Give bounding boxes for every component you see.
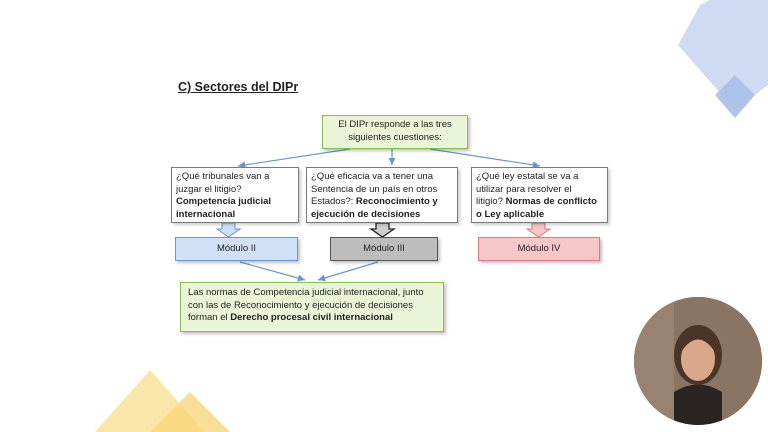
deco-yellow-triangle-small	[150, 392, 230, 432]
conclusion-line-1: Las normas de Competencia judicial inter…	[188, 287, 424, 298]
question-1-bold-1: Competencia judicial	[176, 196, 272, 207]
question-2-bold-2: ejecución de decisiones	[311, 208, 421, 220]
connector-module2-conclusion	[239, 261, 306, 282]
connector-root-right	[429, 148, 541, 169]
question-3-bold-2: o Ley aplicable	[476, 208, 545, 220]
conclusion-line-3: forman el Derecho procesal civil interna…	[188, 312, 393, 323]
module-iv-box: Módulo IV	[478, 237, 600, 261]
question-3-line-1: ¿Qué ley estatal se va a	[476, 171, 579, 182]
deco-blue-diamond-small	[715, 75, 755, 118]
deco-blue-diamond-large	[678, 0, 768, 110]
question-3-line-2: utilizar para resolver el	[476, 183, 572, 195]
question-1-bold-2: internacional	[176, 208, 236, 220]
question-box-tribunales: ¿Qué tribunales van a juzgar el litigio?…	[171, 167, 299, 223]
down-arrow-blue	[215, 222, 242, 238]
question-box-eficacia: ¿Qué eficacia va a tener una Sentencia d…	[306, 167, 458, 223]
question-1-line-2: juzgar el litigio?	[176, 183, 242, 195]
question-1-line-1: ¿Qué tribunales van a	[176, 171, 270, 182]
module-ii-box: Módulo II	[175, 237, 298, 261]
presenter-silhouette	[634, 297, 762, 425]
conclusion-line-2: con las de Reconocimiento y ejecución de…	[188, 299, 413, 311]
question-2-line-2: Sentencia de un país en otros	[311, 183, 438, 195]
down-arrow-dark	[368, 222, 397, 238]
root-question-box: El DIPr responde a las tres siguientes c…	[322, 115, 468, 149]
conclusion-box: Las normas de Competencia judicial inter…	[180, 282, 444, 332]
question-2-line-3: Estados?: Reconocimiento y	[311, 196, 438, 207]
connector-root-left	[237, 148, 351, 169]
presenter-video	[634, 297, 762, 425]
slide-title: C) Sectores del DIPr	[178, 80, 299, 94]
question-3-line-3: litigio? Normas de conflicto	[476, 196, 597, 207]
root-line-1: El DIPr responde a las tres	[338, 119, 452, 130]
question-box-ley: ¿Qué ley estatal se va a utilizar para r…	[471, 167, 608, 223]
down-arrow-red	[525, 222, 552, 238]
module-iii-box: Módulo III	[330, 237, 438, 261]
question-2-line-1: ¿Qué eficacia va a tener una	[311, 171, 433, 182]
root-line-2: siguientes cuestiones:	[348, 131, 442, 143]
connector-module3-conclusion	[317, 261, 379, 282]
